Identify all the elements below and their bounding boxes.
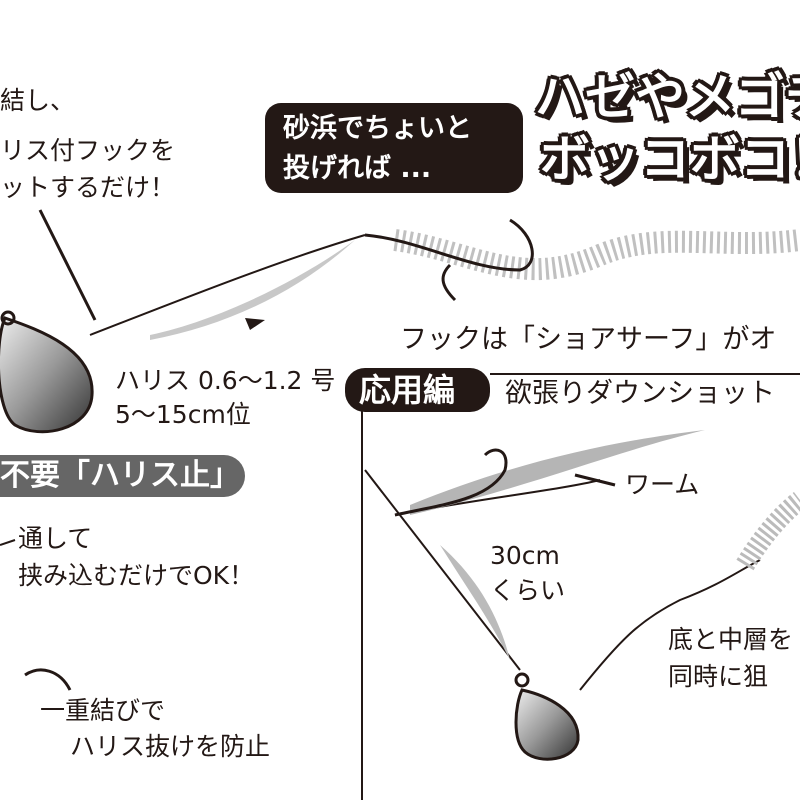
no-stopper-pill: 不要「ハリス止」 — [0, 455, 245, 497]
no-stopper-label: 不要「ハリス止」 — [0, 458, 240, 493]
advanced-title: 欲張りダウンショット — [505, 378, 775, 409]
thread-note-2: 挟み込むだけでOK！ — [18, 561, 255, 590]
thread-note-1: 通して — [18, 524, 93, 553]
main-line — [364, 469, 521, 671]
headline-line-2: ボッコボコ！ — [540, 130, 800, 188]
top-note-line-1: 結し、 — [0, 86, 76, 115]
banner-box: 砂浜でちょいと 投げれば ... — [265, 103, 523, 193]
target-note-1: 底と中層を — [668, 625, 794, 654]
arrow-worm — [574, 473, 616, 487]
hook — [364, 218, 534, 272]
banner-line-2: 投げれば ... — [283, 153, 432, 184]
advanced-badge-label: 応用編 — [359, 371, 456, 409]
arrow-knot — [24, 668, 72, 691]
knot-note-1: 一重結びで — [40, 696, 166, 725]
harisu-spec-2: 5〜15cm位 — [115, 400, 251, 429]
length-note-2: くらい — [490, 576, 566, 605]
worm-label: ワーム — [625, 470, 700, 499]
harisu-spec-1: ハリス 0.6〜1.2 号 — [115, 366, 336, 395]
top-note-line-3: ットするだけ！ — [0, 173, 176, 202]
worm-bristle — [393, 229, 800, 281]
leader-line — [89, 234, 366, 336]
top-note-line-2: リス付フックを — [0, 136, 176, 165]
length-note-1: 30cm — [490, 541, 560, 570]
arrow-hook — [441, 263, 457, 302]
bristle-worm-right — [736, 492, 800, 571]
right-sinker — [514, 672, 580, 761]
worm-right — [410, 430, 705, 515]
headline-line-1: ハゼやメゴチ — [535, 68, 800, 126]
hook-right — [394, 448, 508, 517]
bottom-leader — [579, 559, 761, 691]
arrow-thread — [0, 539, 16, 546]
left-sinker — [0, 310, 94, 434]
knot-note-2: ハリス抜けを防止 — [70, 732, 271, 761]
target-note-2: 同時に狙 — [668, 662, 769, 691]
banner-line-1: 砂浜でちょいと — [283, 113, 472, 144]
hook-note: フックは「ショアサーフ」がオ — [400, 324, 777, 355]
arrow-leader — [245, 318, 265, 330]
advanced-badge: 応用編 — [345, 368, 490, 412]
arrow-topnote — [38, 209, 97, 321]
worm-left — [150, 240, 355, 340]
